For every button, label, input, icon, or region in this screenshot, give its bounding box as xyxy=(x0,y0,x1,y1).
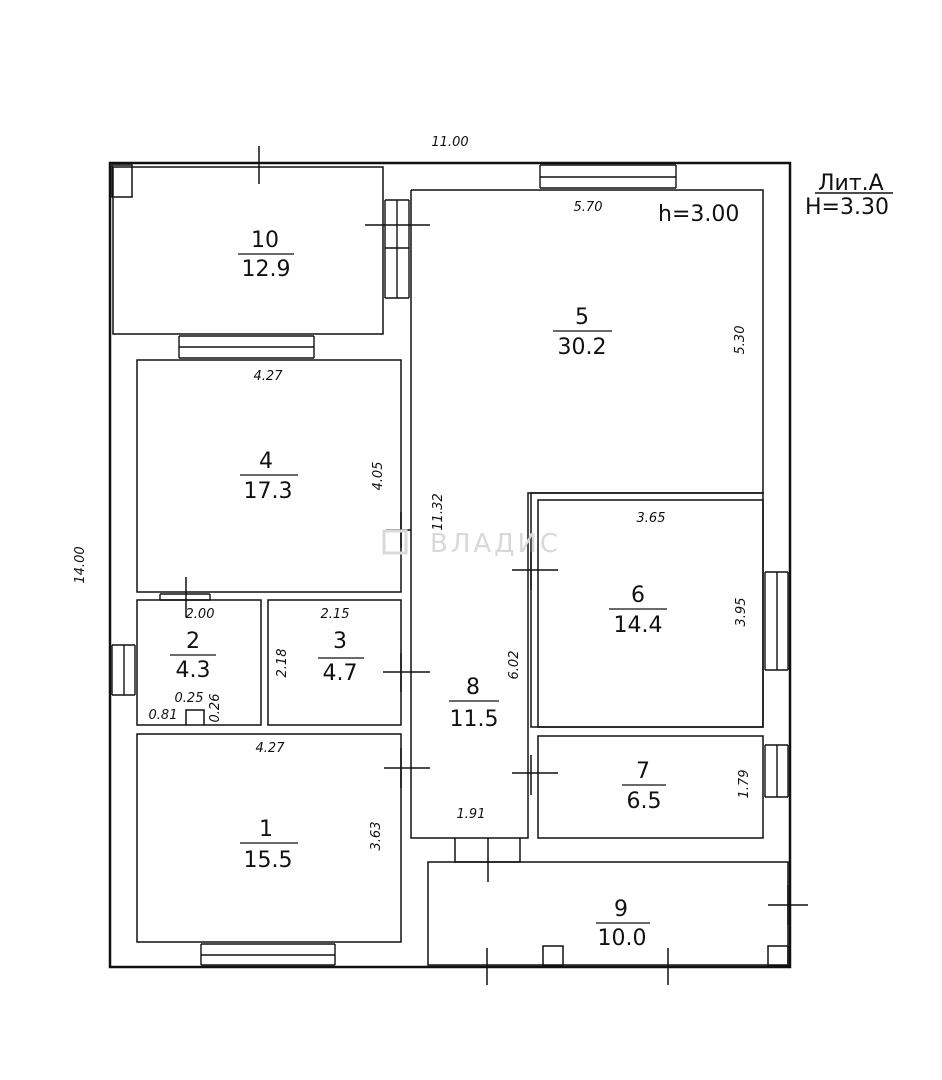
room-area: 15.5 xyxy=(244,848,293,873)
dim-r8-length: 11.32 xyxy=(431,493,446,530)
room-4-outline xyxy=(136,359,402,593)
dim-r8-length2: 6.02 xyxy=(507,651,522,680)
room-area: 14.4 xyxy=(614,613,663,638)
niche xyxy=(185,709,205,725)
room-area: 6.5 xyxy=(627,789,662,814)
room-number: 6 xyxy=(631,583,645,608)
watermark: ВЛАДИС xyxy=(430,529,561,559)
dim-r8-width: 1.91 xyxy=(457,807,486,822)
outer-wall xyxy=(108,161,792,969)
corner-block xyxy=(111,164,133,198)
room-4-label: 4 17.3 xyxy=(240,449,298,504)
window-room4 xyxy=(178,335,315,359)
room-6-inner xyxy=(530,492,764,728)
room-number: 4 xyxy=(259,449,273,474)
window-room1 xyxy=(200,943,336,966)
dim-r1-width: 4.27 xyxy=(256,741,286,756)
room5-height: h=3.00 xyxy=(658,202,739,227)
dim-r3-width: 2.15 xyxy=(321,607,350,622)
room-10-label: 10 12.9 xyxy=(238,228,294,282)
room-1-outline xyxy=(136,733,402,943)
dim-r2-c: 0.81 xyxy=(149,708,178,723)
dim-r2-a: 0.25 xyxy=(175,691,204,706)
room-number: 5 xyxy=(575,305,589,330)
dim-r6-height: 3.95 xyxy=(734,598,749,627)
window-room7 xyxy=(764,744,789,798)
dim-r5-height: 5.30 xyxy=(733,326,748,355)
room-number: 9 xyxy=(614,897,628,922)
room-1-label: 1 15.5 xyxy=(240,817,298,873)
dim-r5-width: 5.70 xyxy=(574,200,603,215)
room-10-outline xyxy=(112,166,384,335)
room-7-label: 7 6.5 xyxy=(622,759,666,814)
room-3-label: 3 4.7 xyxy=(318,629,364,686)
total-height: H=3.30 xyxy=(805,195,889,220)
room-area: 30.2 xyxy=(558,335,607,360)
room-7-outline xyxy=(537,735,764,839)
overall-length: 14.00 xyxy=(73,546,88,583)
room-number: 7 xyxy=(636,759,650,784)
watermark-logo xyxy=(382,529,408,555)
room-area: 11.5 xyxy=(450,707,499,732)
room-8-label: 8 11.5 xyxy=(449,675,499,732)
room-area: 12.9 xyxy=(242,257,291,282)
room-5-label: 5 30.2 xyxy=(553,305,612,360)
column-block xyxy=(542,945,564,967)
room-number: 8 xyxy=(466,675,480,700)
room-5-outline xyxy=(410,189,764,839)
room-area: 17.3 xyxy=(244,479,293,504)
room-area: 10.0 xyxy=(598,926,647,951)
dim-r6-width: 3.65 xyxy=(637,511,666,526)
window-room10-right xyxy=(384,199,410,299)
window-room6 xyxy=(764,571,789,671)
dim-r3-height: 2.18 xyxy=(275,649,290,678)
window-top-room5 xyxy=(539,164,677,189)
room-number: 1 xyxy=(259,817,273,842)
room-number: 3 xyxy=(333,629,347,654)
dim-r2-width: 2.00 xyxy=(186,607,215,622)
overall-width: 11.00 xyxy=(431,135,468,150)
window-room2-top xyxy=(159,593,211,601)
lit-label: Лит.А xyxy=(818,171,884,196)
room-number: 10 xyxy=(251,228,279,253)
room-2-label: 2 4.3 xyxy=(170,629,216,683)
room-6-label: 6 14.4 xyxy=(609,583,667,638)
corner-block-2 xyxy=(767,945,789,967)
dim-r2-b: 0.26 xyxy=(208,694,223,723)
dim-r4-width: 4.27 xyxy=(254,369,284,384)
dim-r1-height: 3.63 xyxy=(369,822,384,851)
room-9-label: 9 10.0 xyxy=(596,897,650,951)
room-number: 2 xyxy=(186,629,200,654)
dim-r7-height: 1.79 xyxy=(737,770,752,799)
room-area: 4.3 xyxy=(176,658,211,683)
window-room2 xyxy=(111,644,136,696)
dim-r4-height: 4.05 xyxy=(371,462,386,491)
room-area: 4.7 xyxy=(323,661,358,686)
